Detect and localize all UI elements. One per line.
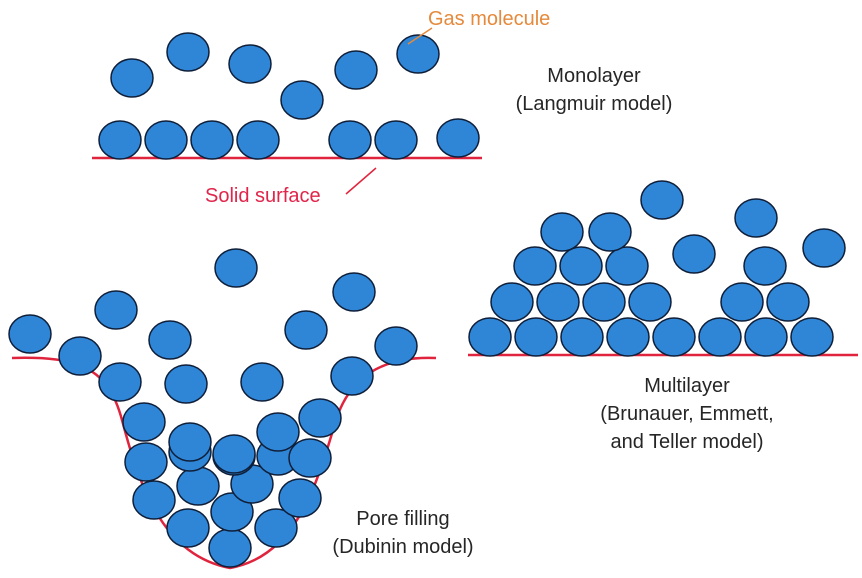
- multilayer-adsorbed-molecule: [744, 317, 788, 357]
- monolayer-gas-molecule: [166, 32, 210, 72]
- molecules: [8, 32, 846, 568]
- pore-adsorbed-molecule: [132, 480, 176, 520]
- multilayer-title: Multilayer: [644, 375, 730, 397]
- multilayer-adsorbed-molecule: [540, 212, 584, 252]
- monolayer-adsorbed-molecule: [328, 120, 372, 160]
- pore-gas-molecule: [164, 364, 208, 404]
- pore-adsorbed-molecule: [122, 402, 166, 442]
- pore-adsorbed-molecule: [124, 442, 168, 482]
- multilayer-adsorbed-molecule: [605, 246, 649, 286]
- monolayer-model: (Langmuir model): [516, 93, 673, 115]
- pore-adsorbed-molecule: [210, 492, 254, 532]
- solid-surface-pointer: [345, 167, 377, 195]
- multilayer-gas-molecule: [734, 198, 778, 238]
- multilayer-adsorbed-molecule: [652, 317, 696, 357]
- multilayer-adsorbed-molecule: [790, 317, 834, 357]
- pore-filling-model: (Dubinin model): [332, 536, 473, 558]
- pore-adsorbed-molecule: [98, 362, 142, 402]
- monolayer-adsorbed-molecule: [436, 118, 480, 158]
- pore-adsorbed-molecule: [166, 508, 210, 548]
- monolayer-adsorbed-molecule: [374, 120, 418, 160]
- multilayer-adsorbed-molecule: [582, 282, 626, 322]
- multilayer-model-line2: and Teller model): [610, 431, 763, 453]
- multilayer-adsorbed-molecule: [490, 282, 534, 322]
- pore-adsorbed-molecule: [298, 398, 342, 438]
- pore-adsorbed-molecule: [278, 478, 322, 518]
- pore-gas-molecule: [58, 336, 102, 376]
- multilayer-adsorbed-molecule: [766, 282, 810, 322]
- monolayer-adsorbed-molecule: [144, 120, 188, 160]
- multilayer-gas-molecule: [640, 180, 684, 220]
- pore-gas-molecule: [214, 248, 258, 288]
- monolayer-gas-molecule: [110, 58, 154, 98]
- monolayer-title: Monolayer: [547, 65, 641, 87]
- monolayer-adsorbed-molecule: [98, 120, 142, 160]
- multilayer-adsorbed-molecule: [698, 317, 742, 357]
- multilayer-model-line1: (Brunauer, Emmett,: [600, 403, 773, 425]
- multilayer-adsorbed-molecule: [743, 246, 787, 286]
- pore-adsorbed-molecule: [208, 528, 252, 568]
- pore-filling-title: Pore filling: [356, 508, 449, 530]
- pore-gas-molecule: [8, 314, 52, 354]
- pointers: [345, 27, 433, 195]
- monolayer-adsorbed-molecule: [236, 120, 280, 160]
- monolayer-gas-molecule: [396, 34, 440, 74]
- monolayer-gas-molecule: [228, 44, 272, 84]
- pore-adsorbed-molecule: [288, 438, 332, 478]
- multilayer-adsorbed-molecule: [720, 282, 764, 322]
- gas-molecule-pointer: [407, 27, 433, 45]
- monolayer-gas-molecule: [280, 80, 324, 120]
- multilayer-adsorbed-molecule: [628, 282, 672, 322]
- pore-gas-molecule: [148, 320, 192, 360]
- pore-adsorbed-molecule: [254, 508, 298, 548]
- multilayer-adsorbed-molecule: [588, 212, 632, 252]
- multilayer-adsorbed-molecule: [606, 317, 650, 357]
- multilayer-adsorbed-molecule: [514, 317, 558, 357]
- multilayer-gas-molecule: [672, 234, 716, 274]
- multilayer-adsorbed-molecule: [468, 317, 512, 357]
- pore-adsorbed-molecule: [240, 362, 284, 402]
- pore-adsorbed-molecule: [176, 466, 220, 506]
- pore-adsorbed-molecule: [168, 422, 212, 462]
- multilayer-adsorbed-molecule: [559, 246, 603, 286]
- pore-gas-molecule: [94, 290, 138, 330]
- solid-surface-label: Solid surface: [205, 185, 321, 207]
- multilayer-adsorbed-molecule: [560, 317, 604, 357]
- multilayer-adsorbed-molecule: [536, 282, 580, 322]
- pore-gas-molecule: [374, 326, 418, 366]
- pore-adsorbed-molecule: [256, 412, 300, 452]
- pore-adsorbed-molecule: [330, 356, 374, 396]
- gas-molecule-label: Gas molecule: [428, 8, 550, 30]
- monolayer-gas-molecule: [334, 50, 378, 90]
- multilayer-adsorbed-molecule: [513, 246, 557, 286]
- pore-gas-molecule: [284, 310, 328, 350]
- monolayer-adsorbed-molecule: [190, 120, 234, 160]
- pore-gas-molecule: [332, 272, 376, 312]
- pore-adsorbed-molecule: [212, 434, 256, 474]
- multilayer-gas-molecule: [802, 228, 846, 268]
